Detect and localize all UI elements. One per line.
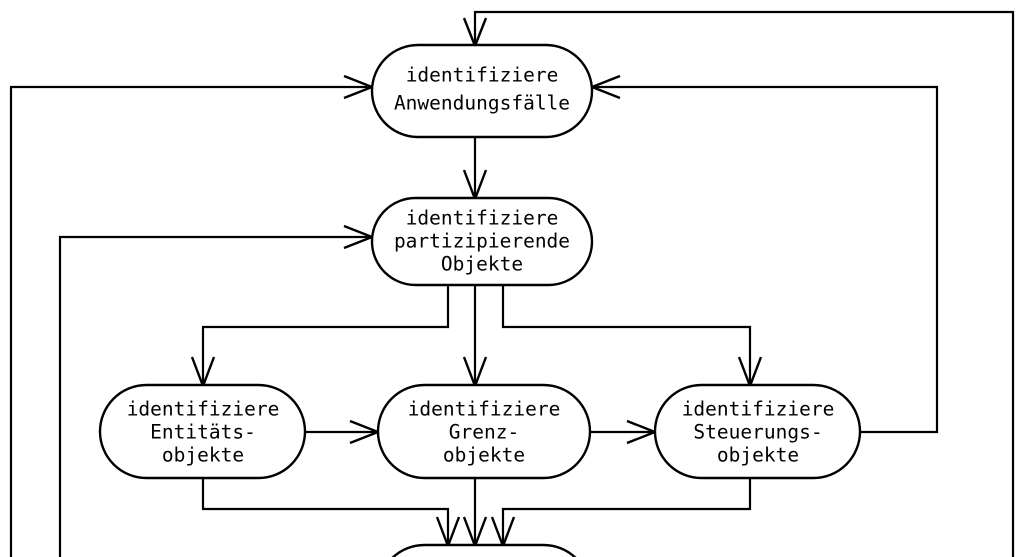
node-steuerungsobjekte-shape[interactable] — [653, 383, 862, 480]
edge-grenz-to-bottom — [462, 478, 488, 550]
node-anwendungsfaelle-line1: identifiziere — [406, 64, 559, 87]
edge-left-outer-into-anwendungsfaelle — [9, 74, 376, 557]
edge-partizipierende-to-entitaets — [190, 285, 450, 390]
edge-steuerungs-to-bottom — [490, 478, 752, 550]
edge-anwendungsfaelle-to-partizipierende — [462, 137, 488, 203]
node-entitaetsobjekte-line1: identifiziere — [127, 398, 280, 421]
node-grenzobjekte-line3: objekte — [443, 444, 525, 467]
node-entitaetsobjekte-line2: Entitäts- — [150, 421, 256, 444]
node-bottom-cropped[interactable] — [378, 543, 590, 557]
node-partizipierende-objekte-line3: Objekte — [441, 253, 523, 276]
node-partizipierende-objekte-line2: partizipierende — [394, 230, 570, 253]
edge-entitaets-to-grenz — [305, 419, 382, 445]
edge-grenz-to-steuerungs — [590, 419, 659, 445]
node-grenzobjekte-shape[interactable] — [376, 383, 592, 480]
node-bottom-cropped-shape[interactable] — [378, 543, 590, 557]
node-anwendungsfaelle[interactable]: identifiziere Anwendungsfälle — [370, 43, 594, 139]
node-partizipierende-objekte-line1: identifiziere — [406, 207, 559, 230]
edge-partizipierende-to-grenz — [462, 285, 488, 390]
node-layer: identifiziere Anwendungsfälle identifizi… — [98, 43, 862, 557]
node-grenzobjekte-line1: identifiziere — [408, 398, 561, 421]
node-anwendungsfaelle-line2: Anwendungsfälle — [394, 92, 570, 115]
node-grenzobjekte-line2: Grenz- — [449, 421, 519, 444]
node-steuerungsobjekte-line1: identifiziere — [682, 398, 835, 421]
node-steuerungsobjekte[interactable]: identifiziere Steuerungs- objekte — [653, 383, 862, 480]
node-grenzobjekte[interactable]: identifiziere Grenz- objekte — [376, 383, 592, 480]
edge-steuerungs-to-anwendungsfaelle — [588, 74, 939, 434]
edge-partizipierende-to-steuerungs — [501, 285, 763, 390]
node-steuerungsobjekte-line2: Steuerungs- — [693, 421, 822, 444]
node-steuerungsobjekte-line3: objekte — [717, 444, 799, 467]
edge-layer — [9, 10, 1015, 557]
node-anwendungsfaelle-shape[interactable] — [370, 43, 594, 139]
node-entitaetsobjekte[interactable]: identifiziere Entitäts- objekte — [98, 383, 307, 480]
edge-entitaets-to-bottom — [201, 478, 461, 550]
node-entitaetsobjekte-shape[interactable] — [98, 383, 307, 480]
node-partizipierende-objekte[interactable]: identifiziere partizipierende Objekte — [370, 196, 594, 287]
node-entitaetsobjekte-line3: objekte — [162, 444, 244, 467]
node-partizipierende-objekte-shape[interactable] — [370, 196, 594, 287]
